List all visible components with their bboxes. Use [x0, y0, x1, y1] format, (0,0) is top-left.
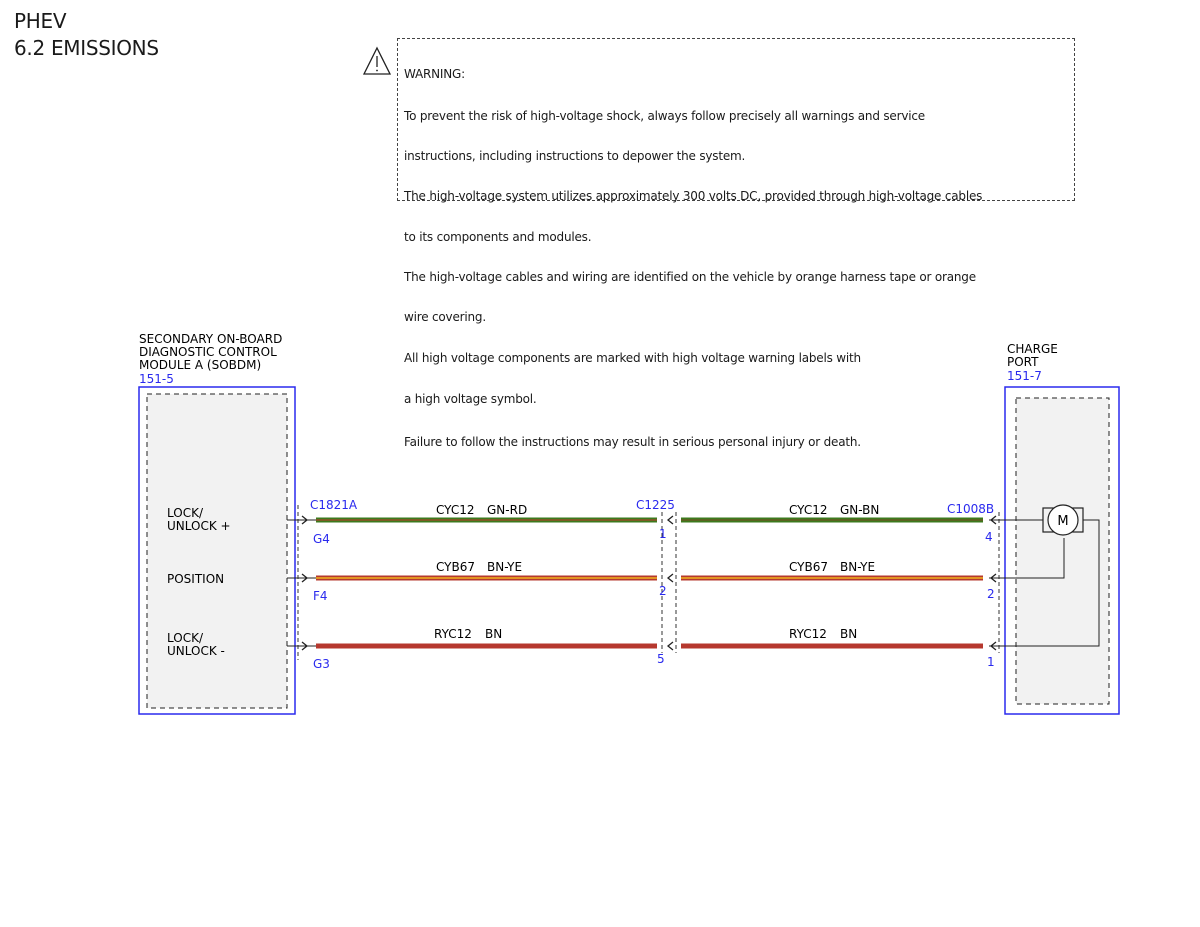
wire-color: BN-YE	[840, 560, 875, 574]
header-line-1: PHEV	[14, 9, 67, 33]
wire-color: GN-BN	[840, 503, 879, 517]
warning-line: The high-voltage cables and wiring are i…	[404, 269, 976, 284]
header-line-2: 6.2 EMISSIONS	[14, 36, 159, 60]
warning-line: The high-voltage system utilizes approxi…	[404, 189, 983, 204]
pin-number: G4	[313, 532, 330, 546]
motor-lead-2	[989, 538, 1065, 579]
warning-line: instructions, including instructions to …	[404, 149, 746, 164]
left-pin-label: LOCK/	[167, 631, 204, 645]
warning-line: wire covering.	[404, 309, 486, 324]
right-module-inner	[1015, 397, 1110, 705]
pin-number: 5	[657, 652, 665, 666]
wire-circuit: RYC12	[434, 627, 472, 641]
wire-color: BN	[485, 627, 502, 641]
warning-line: To prevent the risk of high-voltage shoc…	[404, 108, 925, 123]
wire-row-2: CYB67 BN-YE CYB67 BN-YE F4 2 2	[287, 538, 1065, 603]
motor-circle	[1047, 504, 1079, 536]
pin-arrow-icon	[301, 641, 309, 651]
warning-line: to its components and modules.	[404, 230, 592, 245]
motor-label: M	[1057, 514, 1068, 529]
wire-circuit: CYB67	[789, 560, 828, 574]
warning-line: a high voltage symbol.	[404, 392, 537, 407]
warning-triangle-icon	[362, 46, 392, 75]
right-module-outline	[1004, 386, 1120, 715]
pin-arrow-icon	[989, 641, 997, 651]
pin-arrow-icon	[989, 573, 997, 583]
right-module-name-line: PORT	[1007, 355, 1039, 369]
warning-text: WARNING: To prevent the risk of high-vol…	[404, 41, 982, 463]
wire-color: BN-YE	[487, 560, 522, 574]
left-module-name-line: MODULE A (SOBDM)	[139, 358, 261, 372]
left-pin-label: UNLOCK -	[167, 644, 225, 658]
wire-circuit: CYB67	[436, 560, 475, 574]
pin-number: 1	[659, 527, 667, 541]
right-module-name-line: CHARGE	[1007, 342, 1058, 356]
pin-number: F4	[313, 589, 328, 603]
pin-number: 1	[987, 655, 995, 669]
pin-number: 4	[985, 530, 993, 544]
wire-color: BN	[840, 627, 857, 641]
warning-box	[397, 38, 1075, 201]
left-pin-label: POSITION	[167, 572, 224, 586]
left-pin-label: UNLOCK +	[167, 519, 231, 533]
warning-line: WARNING:	[404, 66, 465, 81]
left-pin-label: LOCK/	[167, 506, 204, 520]
wire-circuit: CYC12	[436, 503, 475, 517]
pin-arrow-icon	[301, 515, 309, 525]
left-module-name-line: SECONDARY ON-BOARD	[139, 332, 282, 346]
connector-c1008b-label: C1008B	[947, 502, 994, 516]
pin-arrow-icon	[989, 515, 997, 525]
left-module-ref: 151-5	[139, 372, 174, 386]
pin-number: G3	[313, 657, 330, 671]
pin-number: 2	[987, 587, 995, 601]
pin-arrow-icon	[666, 641, 674, 651]
connector-c1821a-label: C1821A	[310, 498, 358, 512]
pin-number: 2	[659, 584, 667, 598]
connector-arrows	[301, 515, 997, 651]
motor-icon: M	[1042, 504, 1084, 536]
left-module: SECONDARY ON-BOARD DIAGNOSTIC CONTROL MO…	[138, 332, 296, 715]
wire-color: GN-RD	[487, 503, 527, 517]
left-module-outline	[138, 386, 296, 715]
left-module-name-line: DIAGNOSTIC CONTROL	[139, 345, 277, 359]
warning-line: All high voltage components are marked w…	[404, 350, 861, 365]
pin-arrow-icon	[666, 573, 674, 583]
connector-c1225-label: C1225	[636, 498, 675, 512]
warning-line: Failure to follow the instructions may r…	[404, 435, 861, 450]
pin-arrow-icon	[301, 573, 309, 583]
right-module: CHARGE PORT 151-7	[1004, 342, 1120, 715]
wire-circuit: RYC12	[789, 627, 827, 641]
right-module-ref: 151-7	[1007, 369, 1042, 383]
left-module-inner	[146, 393, 288, 709]
wire-row-1: CYC12 GN-RD CYC12 GN-BN G4 1 4	[287, 503, 1043, 546]
pin-arrow-icon	[666, 515, 674, 525]
wire-circuit: CYC12	[789, 503, 828, 517]
wire-row-3: RYC12 BN RYC12 BN G3 5 1	[287, 519, 1100, 671]
motor-lead-1	[989, 519, 1100, 647]
